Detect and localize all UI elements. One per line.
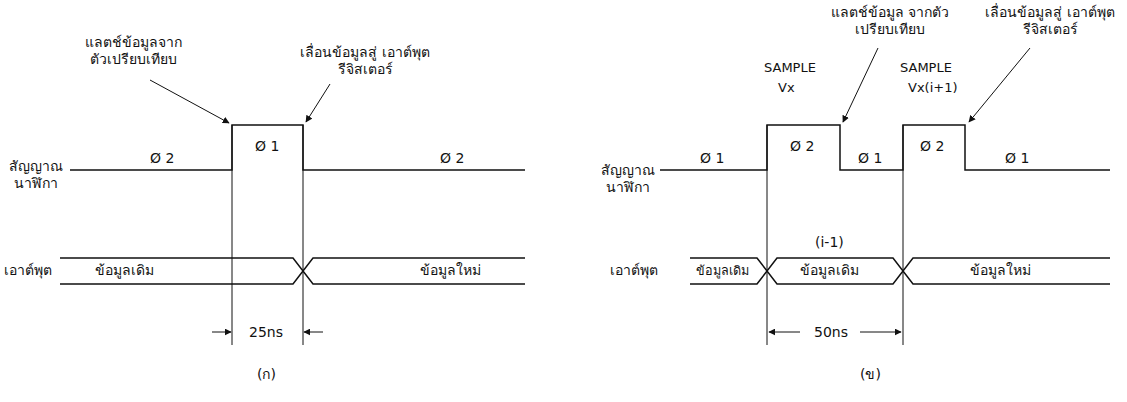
data-label: ข้อมูลเดิม (800, 262, 859, 279)
data-label: ข้อมูลเดิม (95, 262, 154, 279)
dimension-arrow (212, 332, 231, 333)
sample-label: Vx (778, 80, 795, 96)
dimension-arrow (304, 332, 323, 333)
extension-line (903, 125, 904, 345)
signal-name: เอาต์พุต (610, 262, 658, 279)
phase-label: Ø 2 (440, 150, 464, 167)
dimension-label: 25ns (247, 324, 285, 341)
phase-label: Ø 1 (1005, 150, 1029, 167)
leader-arrow (150, 80, 229, 123)
signal-name: สัญญาณ นาฬิกา (4, 158, 68, 192)
phase-label: Ø 1 (858, 150, 882, 167)
output-bus (690, 258, 1110, 284)
phase-label: Ø 1 (700, 150, 724, 167)
sample-label: Vx(i+1) (908, 80, 958, 96)
sample-label: SAMPLE (900, 60, 952, 76)
extension-line (303, 125, 304, 345)
data-label: (i-1) (815, 234, 844, 251)
output-bus (60, 258, 525, 284)
data-label: ข้อมูลเดิม (696, 263, 749, 278)
callout-note: เลื่อนข้อมูลสู่ เอาต์พุตรีจิสเตอร์ (985, 4, 1115, 38)
leader-arrow (843, 48, 878, 122)
callout-note: เลื่อนข้อมูลสู่ เอาต์พุตรีจิสเตอร์ (300, 44, 430, 78)
callout-note: แลตช์ข้อมูลจาก ตัวเปรียบเทียบ (78, 34, 188, 68)
signal-name: สัญญาณ นาฬิกา (596, 162, 660, 196)
output-bus (60, 258, 525, 284)
clock-waveform (660, 125, 1110, 170)
phase-label: Ø 2 (790, 138, 814, 155)
sample-label: SAMPLE (764, 60, 816, 76)
dimension-arrow (769, 332, 800, 333)
leader-arrow (969, 48, 1030, 122)
extension-line (232, 125, 233, 345)
leader-arrow (306, 84, 330, 122)
data-label: ข้อมูลใหม่ (420, 262, 481, 279)
phase-label: Ø 2 (150, 150, 174, 167)
dimension-arrow (860, 332, 901, 333)
extension-line (767, 125, 768, 345)
signal-name: เอาต์พุต (4, 262, 52, 279)
panel-label: (ก) (257, 366, 276, 383)
phase-label: Ø 2 (920, 138, 944, 155)
data-label: ข้อมูลใหม่ (970, 262, 1031, 279)
panel-label: (ข) (860, 366, 881, 383)
phase-label: Ø 1 (255, 138, 279, 155)
clock-waveform (70, 125, 525, 170)
dimension-label: 50ns (812, 324, 850, 341)
callout-note: แลตช์ข้อมูล จากตัวเปรียบเทียบ (830, 4, 950, 38)
output-bus (690, 258, 1110, 284)
